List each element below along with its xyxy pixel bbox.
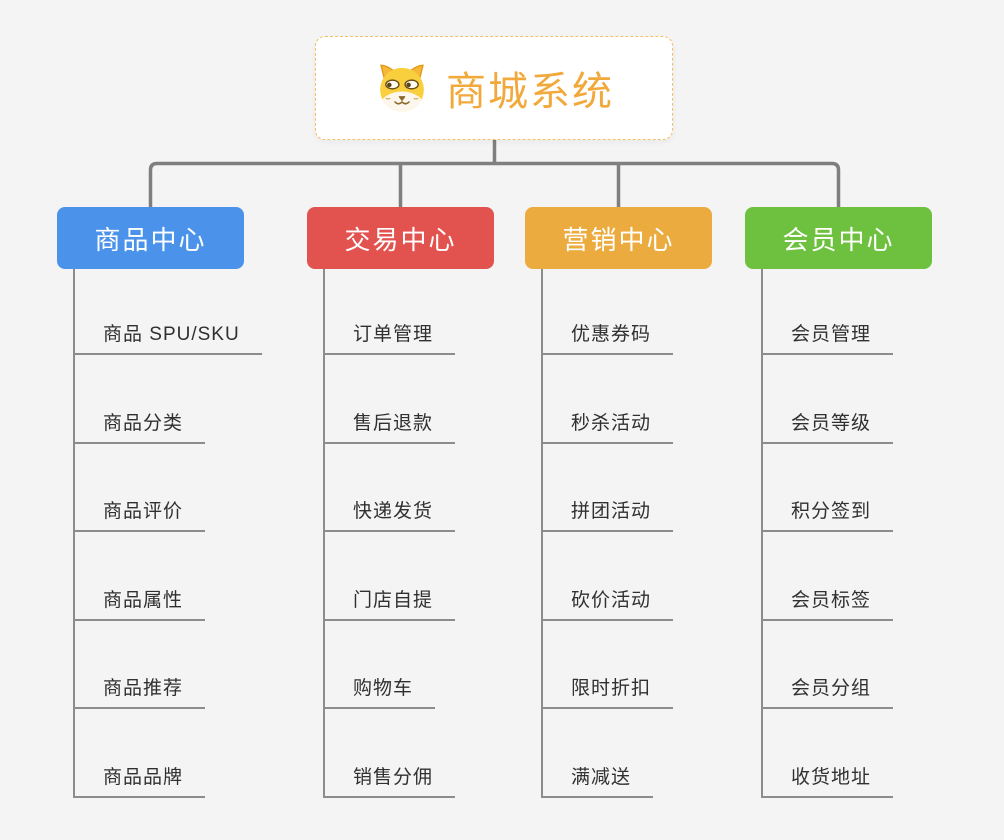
child-row: 满减送 xyxy=(525,709,775,798)
branch-connector-line xyxy=(761,268,763,798)
child-topic[interactable]: 购物车 xyxy=(323,673,436,710)
child-topic[interactable]: 满减送 xyxy=(541,762,654,798)
child-row: 优惠券码 xyxy=(525,266,775,355)
child-topic[interactable]: 会员分组 xyxy=(761,673,894,710)
child-topic[interactable]: 收货地址 xyxy=(761,762,894,798)
child-topic[interactable]: 积分签到 xyxy=(761,496,894,533)
child-topic[interactable]: 商品分类 xyxy=(73,408,206,444)
branch-connector-line xyxy=(73,268,75,798)
child-row: 商品评价 xyxy=(57,444,307,533)
child-topic[interactable]: 砍价活动 xyxy=(541,585,674,621)
child-row: 售后退款 xyxy=(307,355,557,444)
branch-column-4: 会员中心 会员管理会员等级积分签到会员标签会员分组收货地址 xyxy=(745,207,995,798)
branch-connector-line xyxy=(541,268,543,798)
child-row: 订单管理 xyxy=(307,266,557,355)
branch-children: 商品 SPU/SKU 商品分类商品评价商品属性商品推荐商品品牌 xyxy=(57,266,307,798)
child-topic[interactable]: 商品品牌 xyxy=(73,762,206,798)
branch-label: 商品中心 xyxy=(94,224,207,255)
branch-node[interactable]: 交易中心 xyxy=(307,207,494,269)
branch-children: 优惠券码秒杀活动拼团活动砍价活动限时折扣满减送 xyxy=(525,266,775,798)
branch-node[interactable]: 营销中心 xyxy=(525,207,712,269)
branch-column-2: 交易中心 订单管理售后退款快递发货门店自提购物车销售分佣 xyxy=(307,207,557,798)
branch-connector-line xyxy=(323,268,325,798)
child-row: 会员标签 xyxy=(745,532,995,621)
child-row: 秒杀活动 xyxy=(525,355,775,444)
child-row: 商品分类 xyxy=(57,355,307,444)
child-topic[interactable]: 售后退款 xyxy=(323,408,456,444)
root-node[interactable]: 商城系统 xyxy=(315,36,673,140)
child-row: 积分签到 xyxy=(745,444,995,533)
child-row: 门店自提 xyxy=(307,532,557,621)
child-topic[interactable]: 会员等级 xyxy=(761,408,894,444)
branch-label: 交易中心 xyxy=(344,224,457,255)
child-topic[interactable]: 优惠券码 xyxy=(541,319,674,355)
branch-node[interactable]: 会员中心 xyxy=(745,207,932,269)
child-topic[interactable]: 商品评价 xyxy=(73,496,206,533)
child-row: 砍价活动 xyxy=(525,532,775,621)
branch-label: 会员中心 xyxy=(782,224,895,255)
root-title: 商城系统 xyxy=(446,70,614,114)
child-row: 限时折扣 xyxy=(525,621,775,710)
child-topic[interactable]: 秒杀活动 xyxy=(541,408,674,444)
branch-children: 会员管理会员等级积分签到会员标签会员分组收货地址 xyxy=(745,266,995,798)
child-topic[interactable]: 销售分佣 xyxy=(323,762,456,798)
child-topic[interactable]: 快递发货 xyxy=(323,496,456,533)
branch-column-3: 营销中心 优惠券码秒杀活动拼团活动砍价活动限时折扣满减送 xyxy=(525,207,775,798)
child-row: 会员等级 xyxy=(745,355,995,444)
child-row: 商品品牌 xyxy=(57,709,307,798)
child-row: 商品属性 xyxy=(57,532,307,621)
child-row: 商品推荐 xyxy=(57,621,307,710)
child-row: 收货地址 xyxy=(745,709,995,798)
child-row: 销售分佣 xyxy=(307,709,557,798)
child-row: 快递发货 xyxy=(307,444,557,533)
child-row: 会员分组 xyxy=(745,621,995,710)
child-topic[interactable]: 商品 SPU/SKU xyxy=(73,319,262,355)
child-topic[interactable]: 商品推荐 xyxy=(73,673,206,710)
child-topic[interactable]: 门店自提 xyxy=(323,585,456,621)
child-topic[interactable]: 会员管理 xyxy=(761,319,894,355)
child-row: 商品 SPU/SKU xyxy=(57,266,307,355)
shiba-dog-icon xyxy=(374,60,430,116)
branch-children: 订单管理售后退款快递发货门店自提购物车销售分佣 xyxy=(307,266,557,798)
child-topic[interactable]: 商品属性 xyxy=(73,585,206,621)
child-topic[interactable]: 限时折扣 xyxy=(541,673,674,710)
child-topic[interactable]: 订单管理 xyxy=(323,319,456,355)
child-row: 拼团活动 xyxy=(525,444,775,533)
child-row: 购物车 xyxy=(307,621,557,710)
child-row: 会员管理 xyxy=(745,266,995,355)
branch-node[interactable]: 商品中心 xyxy=(57,207,244,269)
branch-column-1: 商品中心 商品 SPU/SKU 商品分类商品评价商品属性商品推荐商品品牌 xyxy=(57,207,307,798)
branch-label: 营销中心 xyxy=(562,224,675,255)
child-topic[interactable]: 会员标签 xyxy=(761,585,894,621)
child-topic[interactable]: 拼团活动 xyxy=(541,496,674,533)
